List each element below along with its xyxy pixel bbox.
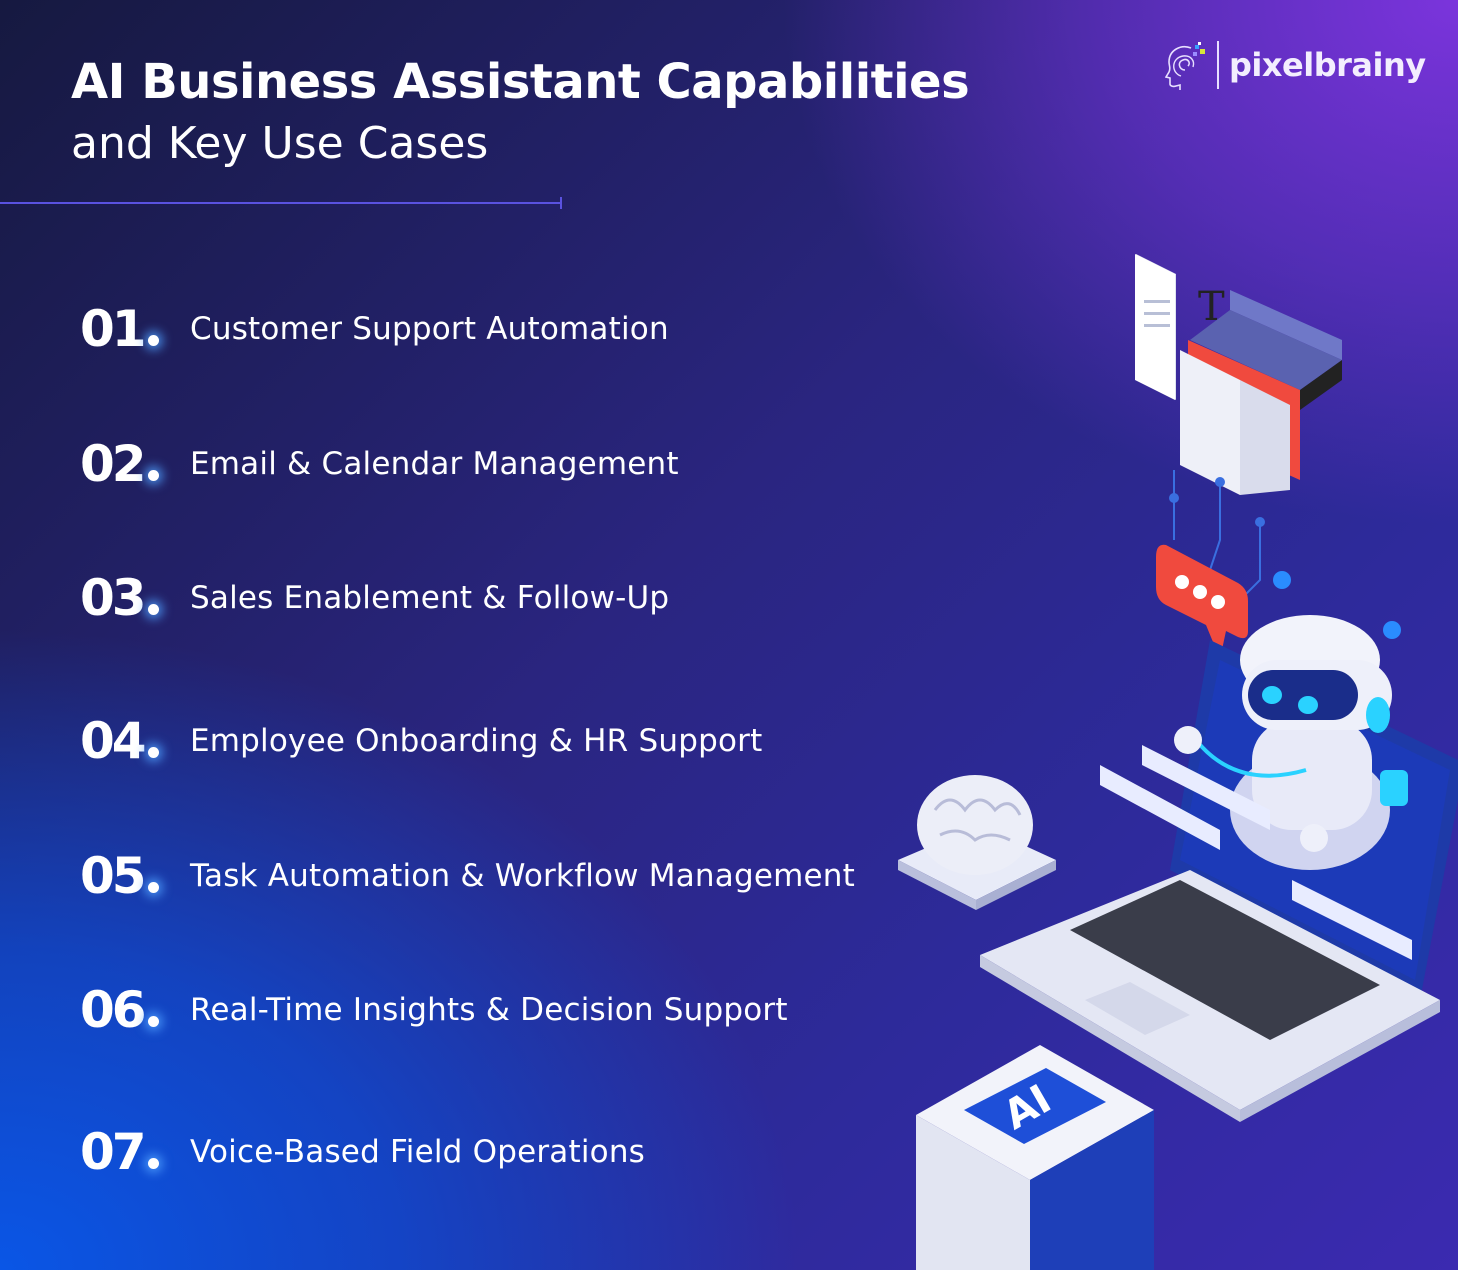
brain-head-icon [1165,42,1205,90]
logo-text: pixelbrainy [1229,46,1426,84]
item-label: Voice-Based Field Operations [190,1134,646,1170]
list-item: 04 Employee Onboarding & HR Support [80,712,762,770]
item-number: 06 [80,981,190,1039]
logo-separator [1217,41,1219,89]
chat-bubble-icon [1156,544,1248,659]
item-label: Employee Onboarding & HR Support [190,723,763,759]
title-line-1: AI Business Assistant Capabilities [71,54,970,110]
ai-assistant-illustration: T AI [898,254,1458,1270]
item-number: 05 [80,847,190,905]
page-title: AI Business Assistant Capabilities and K… [71,52,970,174]
brain-icon [898,775,1056,910]
title-divider [0,197,562,209]
item-number: 04 [80,712,190,770]
item-number: 07 [80,1123,190,1181]
item-label: Real-Time Insights & Decision Support [190,992,788,1028]
item-label: Customer Support Automation [190,311,669,347]
item-number: 03 [80,569,190,627]
title-line-2: and Key Use Cases [71,118,489,169]
list-item: 05 Task Automation & Workflow Management [80,847,855,905]
keyboard [1070,880,1380,1040]
list-item: 01 Customer Support Automation [80,300,669,358]
item-number: 01 [80,300,190,358]
list-item: 06 Real-Time Insights & Decision Support [80,981,788,1039]
robot-icon [1174,615,1408,870]
list-item: 02 Email & Calendar Management [80,435,679,493]
item-label: Email & Calendar Management [190,446,679,482]
logo: pixelbrainy [1165,40,1426,90]
books-icon: T [1135,254,1342,495]
item-label: Sales Enablement & Follow-Up [190,580,670,616]
trackpad [1085,982,1190,1035]
ai-cube: AI [916,1045,1154,1270]
list-item: 07 Voice-Based Field Operations [80,1123,645,1181]
item-label: Task Automation & Workflow Management [190,858,855,894]
voice-waveforms [1100,745,1412,960]
list-item: 03 Sales Enablement & Follow-Up [80,569,669,627]
item-number: 02 [80,435,190,493]
